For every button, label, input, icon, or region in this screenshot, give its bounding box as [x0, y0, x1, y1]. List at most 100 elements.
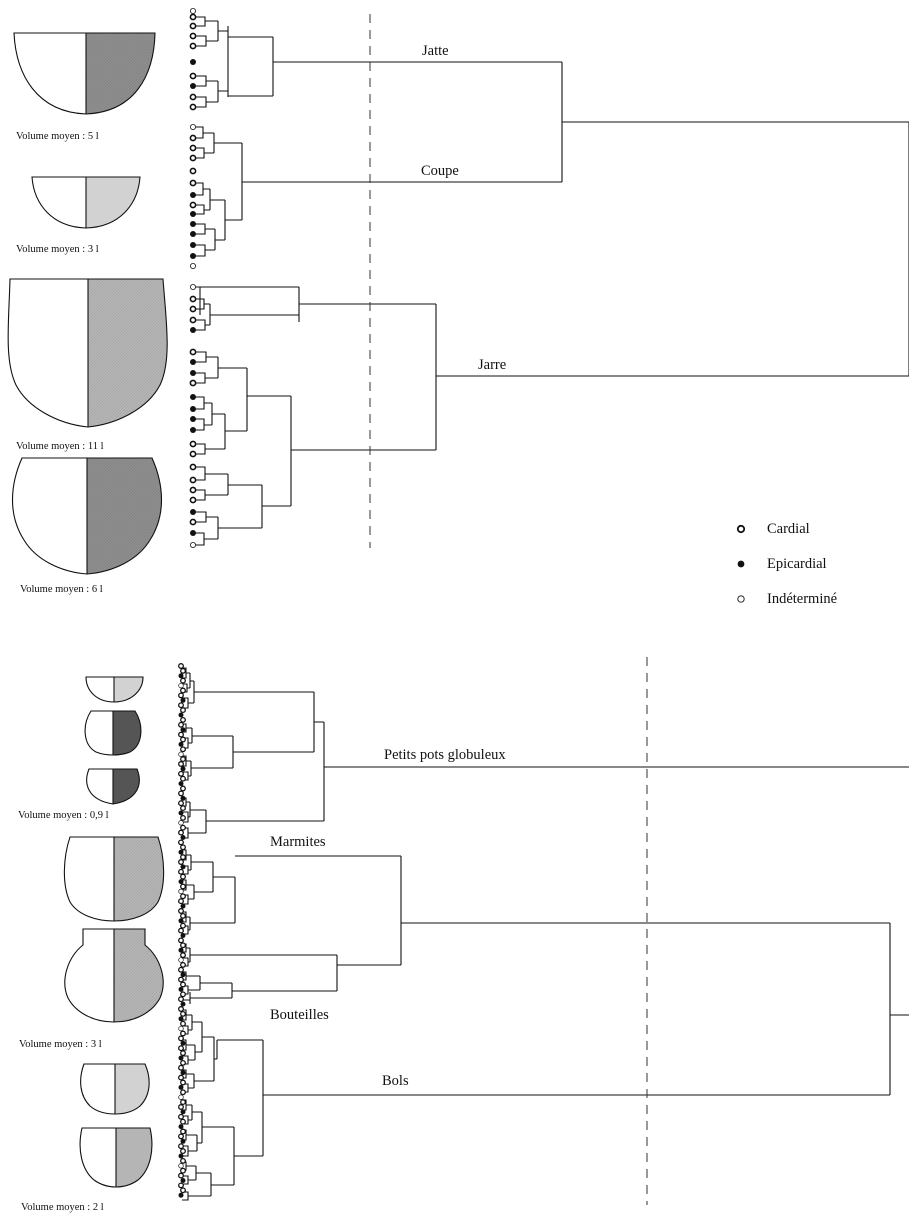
leaf-marker: [178, 976, 184, 983]
leaf-marker: [180, 1030, 186, 1037]
leaf-marker: [180, 844, 186, 851]
leaf-marker: [178, 1133, 184, 1140]
leaf-marker: [180, 893, 186, 900]
leaf-marker: [178, 839, 184, 846]
leaf-marker: [178, 1113, 184, 1120]
leaf-marker: [180, 697, 186, 703]
vessel-coupe-profile: [31, 176, 141, 229]
leaf-marker: [178, 781, 184, 787]
leaf-marker: [180, 883, 186, 890]
leaf-marker: [180, 1089, 186, 1096]
leaf-marker: [178, 1163, 184, 1169]
leaf-marker: [180, 952, 186, 959]
leaf-marker: [178, 1124, 184, 1130]
leaf-marker: [178, 1045, 184, 1052]
leaf-marker: [178, 957, 184, 963]
leaf-marker: [180, 1148, 186, 1155]
legend-epicardial-label: Epicardial: [767, 556, 827, 572]
vessel-jatte-profile: [13, 32, 156, 115]
leaf-marker: [178, 918, 184, 924]
leaf-marker: [178, 937, 184, 944]
vessel-label-jarre-small: Volume moyen : 6 l: [20, 584, 103, 595]
leaf-marker: [178, 702, 184, 709]
leaf-marker: [178, 927, 184, 934]
bottom-dendrogram: Petits pots globuleux Marmites Bouteille…: [178, 657, 909, 1205]
leaf-marker: [178, 673, 184, 679]
legend-cardial-label: Cardial: [767, 521, 810, 537]
group-label-bols: Bols: [382, 1073, 409, 1089]
leaf-marker: [178, 682, 184, 689]
group-label-jarre: Jarre: [478, 357, 506, 373]
leaf-marker: [178, 1074, 184, 1081]
leaf-marker: [180, 1079, 186, 1086]
leaf-marker: [180, 933, 186, 938]
vessel-pot-1-profile: [85, 676, 144, 703]
top-leaf-markers: [189, 7, 197, 549]
leaf-marker: [178, 751, 184, 757]
top-vessels: Volume moyen : 5 l Volume moyen : 3 l Vo…: [7, 32, 168, 595]
leaf-marker: [180, 1070, 186, 1076]
leaf-marker: [180, 716, 186, 723]
leaf-marker: [178, 1104, 184, 1110]
leaf-marker: [180, 667, 186, 674]
leaf-marker: [180, 756, 186, 763]
leaf-marker: [180, 912, 186, 919]
leaf-marker: [178, 908, 184, 914]
leaf-marker: [178, 859, 184, 865]
leaf-marker: [180, 795, 186, 801]
leaf-marker: [178, 1143, 184, 1150]
group-label-petits-pots: Petits pots globuleux: [384, 747, 506, 763]
leaf-marker: [180, 1001, 186, 1007]
leaf-marker: [180, 766, 186, 772]
leaf-marker: [180, 1167, 186, 1174]
legend-indetermine-symbol: [737, 595, 745, 603]
leaf-marker: [180, 835, 186, 840]
leaf-marker: [180, 864, 186, 870]
leaf-marker: [178, 1094, 184, 1100]
leaf-marker: [180, 1059, 186, 1066]
leaf-marker: [178, 692, 184, 699]
leaf-marker: [180, 785, 186, 792]
leaf-marker: [180, 1099, 186, 1106]
leaf-marker: [178, 800, 184, 807]
leaf-marker: [180, 1128, 186, 1135]
leaf-marker: [178, 741, 184, 747]
leaf-marker: [180, 981, 186, 988]
leaf-marker: [178, 1006, 184, 1012]
leaf-marker: [178, 1153, 184, 1159]
leaf-marker: [180, 1178, 186, 1183]
leaf-marker: [180, 814, 186, 821]
vessel-label-jatte: Volume moyen : 5 l: [16, 131, 99, 142]
leaf-marker: [178, 1055, 184, 1061]
leaf-marker: [178, 810, 184, 816]
vessel-label-marmites-bouteilles: Volume moyen : 3 l: [19, 1039, 102, 1050]
legend-cardial-symbol: [736, 524, 746, 534]
leaf-marker: [180, 961, 186, 968]
leaf-marker: [178, 1182, 184, 1189]
group-label-coupe: Coupe: [421, 163, 459, 179]
leaf-marker: [178, 1172, 184, 1179]
leaf-marker: [178, 1016, 184, 1022]
leaf-marker: [178, 770, 184, 777]
bottom-leaf-markers: [178, 663, 186, 1198]
vessel-marmite-profile: [63, 836, 165, 922]
vessel-label-bols: Volume moyen : 2 l: [21, 1202, 104, 1213]
leaf-marker: [178, 1084, 184, 1090]
group-label-jatte: Jatte: [422, 43, 449, 59]
leaf-marker: [178, 888, 184, 895]
leaf-marker: [178, 761, 184, 767]
leaf-marker: [180, 922, 186, 929]
leaf-marker: [180, 1118, 186, 1125]
leaf-marker: [180, 903, 186, 909]
vessel-bouteille-profile: [64, 928, 164, 1023]
bottom-vessels: Volume moyen : 0,9 l Volume moyen : 3 l …: [18, 676, 165, 1213]
leaf-marker: [180, 1020, 186, 1027]
legend: Cardial Epicardial Indéterminé: [736, 521, 837, 607]
leaf-marker: [180, 707, 186, 714]
leaf-marker: [178, 996, 184, 1003]
leaf-marker: [178, 1064, 184, 1071]
leaf-marker: [180, 1010, 186, 1017]
leaf-marker: [178, 898, 184, 905]
leaf-marker: [178, 868, 184, 875]
leaf-marker: [178, 820, 184, 826]
